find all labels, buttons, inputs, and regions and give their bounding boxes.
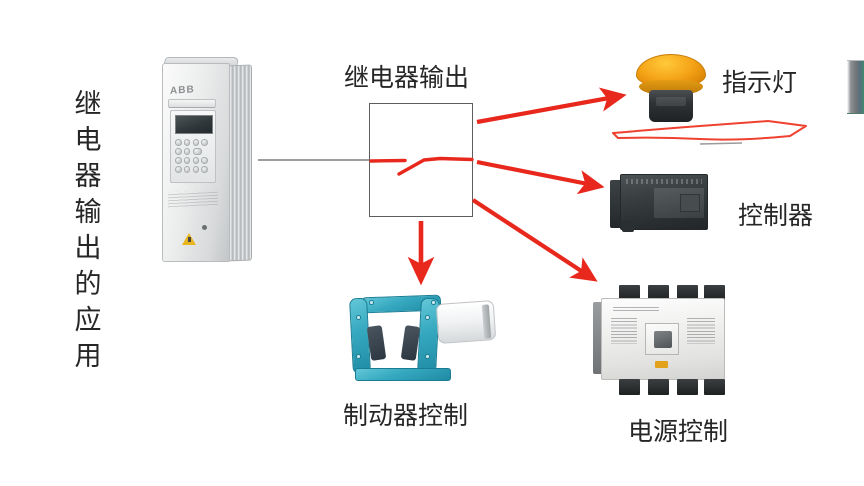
breaker-model-text — [613, 307, 659, 313]
arrow-to-controller — [476, 159, 605, 195]
keypad-key — [183, 147, 191, 155]
breaker-terminal — [704, 285, 725, 301]
breaker-terminal — [619, 285, 640, 301]
keypad-row — [175, 156, 213, 164]
arrow-to-breaker — [471, 198, 598, 282]
keypad-key — [175, 165, 182, 173]
abb-drive-image: ABB — [156, 57, 254, 262]
relay-output-label: 继电器输出 — [344, 64, 470, 92]
power-control-label: 电源控制 — [628, 418, 729, 446]
arrow-to-indicator-lamp — [476, 87, 627, 125]
keypad-key — [192, 139, 200, 146]
breaker-side-panel — [593, 302, 603, 374]
brake-bolt — [425, 354, 430, 359]
controller-label: 控制器 — [738, 202, 814, 230]
drive-handle — [168, 99, 216, 108]
keypad-key — [183, 165, 191, 173]
annotation-dash — [699, 142, 743, 145]
keypad-row — [175, 139, 213, 146]
keypad-key — [192, 147, 203, 155]
breaker-terminal — [648, 379, 669, 395]
drive-lcd-screen — [175, 115, 213, 134]
keypad-key — [192, 165, 200, 173]
breaker-terminal — [677, 285, 698, 301]
drive-status-led — [202, 225, 207, 230]
offscreen-device-edge — [847, 60, 864, 114]
keypad-key — [175, 147, 182, 155]
breaker-brand-badge — [655, 361, 668, 368]
brake-bolt — [431, 300, 436, 305]
breaker-toggle-handle[interactable] — [654, 331, 672, 348]
breaker-switch-housing — [645, 323, 679, 355]
plc-mounting-foot — [622, 220, 634, 232]
keypad-key — [201, 165, 208, 173]
abb-logo: ABB — [170, 84, 195, 97]
breaker-printed-text — [611, 318, 637, 344]
lamp-base — [649, 90, 693, 122]
circuit-breaker-image — [593, 285, 727, 395]
keypad-key — [201, 156, 208, 164]
breaker-terminal — [619, 379, 640, 395]
brake-image — [345, 288, 505, 386]
brake-base-plate — [355, 368, 451, 381]
plc-terminal-strip — [626, 179, 702, 184]
page-title: 继 电 器 输 出 的 应 用 — [74, 89, 102, 371]
keypad-key — [201, 139, 208, 146]
keypad-row — [175, 165, 213, 173]
indicator-lamp-label: 指示灯 — [722, 69, 798, 97]
relay-output-box — [369, 103, 473, 217]
keypad-key — [175, 139, 182, 146]
brake-bolt — [356, 354, 361, 359]
brake-control-label: 制动器控制 — [343, 402, 469, 430]
keypad-key — [175, 156, 182, 164]
brake-bolt — [425, 315, 430, 320]
breaker-terminal — [648, 285, 669, 301]
breaker-terminal — [677, 379, 698, 395]
plc-expansion-slot — [680, 194, 700, 212]
breaker-printed-text — [687, 318, 715, 344]
keypad-row — [175, 147, 213, 155]
keypad-key — [183, 156, 191, 164]
keypad-key — [192, 156, 200, 164]
brake-bolt — [356, 315, 361, 320]
drive-control-panel — [170, 110, 216, 183]
brake-bolt — [369, 300, 374, 305]
warning-triangle-icon — [182, 233, 196, 245]
controller-plc-image — [610, 172, 710, 234]
keypad-key — [183, 139, 191, 146]
indicator-lamp-image — [634, 54, 708, 126]
drive-keypad — [175, 139, 213, 181]
drive-vent-slots — [168, 189, 218, 209]
breaker-terminal — [704, 379, 725, 395]
brake-thruster — [435, 300, 497, 344]
